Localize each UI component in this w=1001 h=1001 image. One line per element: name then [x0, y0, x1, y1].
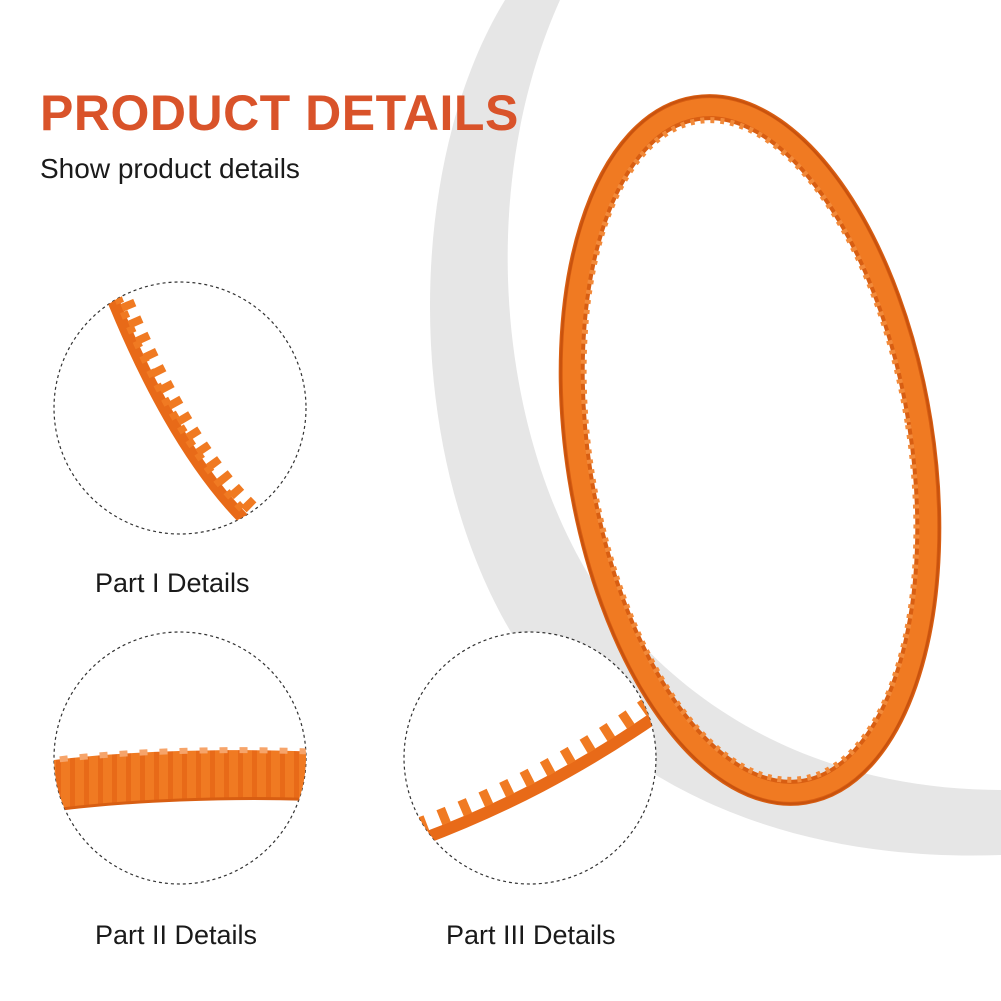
detail-caption-part-1: Part I Details	[95, 568, 250, 598]
detail-caption-part-2: Part II Details	[95, 920, 258, 950]
main-belt-image	[558, 94, 942, 806]
page-subtitle: Show product details	[40, 153, 300, 184]
detail-caption-part-3: Part III Details	[446, 920, 616, 950]
detail-circle-part-1	[53, 281, 307, 535]
detail-circle-part-3	[403, 631, 657, 885]
detail-circle-part-2	[53, 631, 307, 885]
page-title: PRODUCT DETAILS	[40, 85, 519, 141]
